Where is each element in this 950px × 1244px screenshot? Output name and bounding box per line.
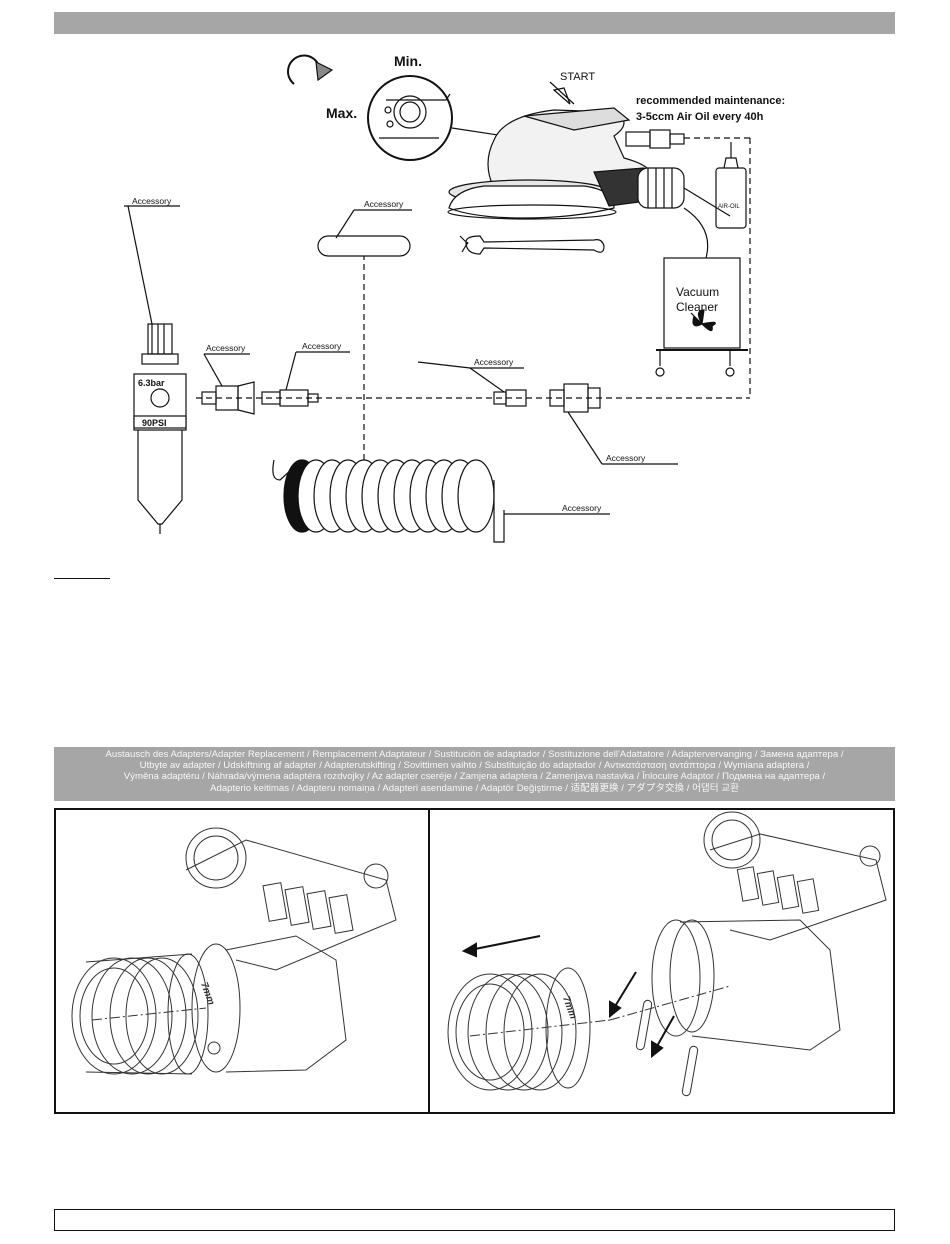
min-label: Min.: [394, 53, 422, 69]
pressure-bar-label: 6.3bar: [138, 378, 165, 388]
air-oil-label: AIR-OIL: [718, 204, 740, 210]
accessory-label-regulator: Accessory: [132, 196, 172, 206]
max-label: Max.: [326, 105, 357, 121]
maintenance-line1: recommended maintenance:: [636, 95, 785, 107]
header-bar: [54, 12, 895, 34]
assembled-adapter-drawing: 7mm: [71, 827, 397, 1075]
exploded-adapter-drawing: 7mm: [447, 811, 887, 1097]
accessory-label-coil-hose: Accessory: [562, 503, 602, 513]
air-oil-bottle: [715, 167, 747, 229]
accessory-label-nipple: Accessory: [474, 357, 514, 367]
banner-line-4: Adapterio keitimas / Adapteru nomaiņa / …: [210, 782, 739, 794]
vacuum-label-line2: Cleaner: [676, 300, 718, 314]
accessory-label-plug: Accessory: [302, 341, 342, 351]
remove-arrow-icon: [469, 935, 541, 951]
assembly-diagram: Min. Max. START recommended maintenance:…: [124, 53, 785, 543]
accessory-label-quick-coupler: Accessory: [606, 453, 646, 463]
adjust-knob-magnifier: [367, 75, 453, 161]
banner-line-3: Výměna adaptéru / Náhrada/výmena adaptér…: [123, 771, 826, 783]
start-label: START: [560, 71, 595, 83]
panel-exploded-adapter: 7mm: [428, 808, 895, 1114]
coiled-hose: [272, 459, 505, 543]
footer-box: [54, 1209, 895, 1231]
section-underline: [54, 578, 110, 579]
pressure-psi-label: 90PSI: [142, 418, 167, 428]
banner-line-2: Utbyte av adapter / Udskiftning af adapt…: [139, 760, 810, 772]
pin-arrow-icon-2: [655, 1015, 675, 1049]
straight-hose: [317, 235, 411, 257]
rotation-arrow-icon: [287, 54, 322, 85]
panel-assembled-adapter: 7mm: [54, 808, 430, 1114]
adapter-replacement-banner: Austausch des Adapters/Adapter Replaceme…: [54, 747, 895, 801]
vacuum-label-line1: Vacuum: [676, 285, 719, 299]
wrench-icon: [465, 235, 605, 255]
accessory-label-coupler: Accessory: [206, 343, 246, 353]
banner-line-1: Austausch des Adapters/Adapter Replaceme…: [105, 749, 844, 760]
nut-size-label: 7mm: [198, 981, 216, 1007]
nut-size-label-exploded: 7mm: [560, 995, 578, 1021]
maintenance-line2: 3-5ccm Air Oil every 40h: [636, 111, 764, 123]
pin-arrow-icon-1: [613, 971, 637, 1009]
vacuum-cleaner: [663, 257, 741, 349]
accessory-label-hose: Accessory: [364, 199, 404, 209]
